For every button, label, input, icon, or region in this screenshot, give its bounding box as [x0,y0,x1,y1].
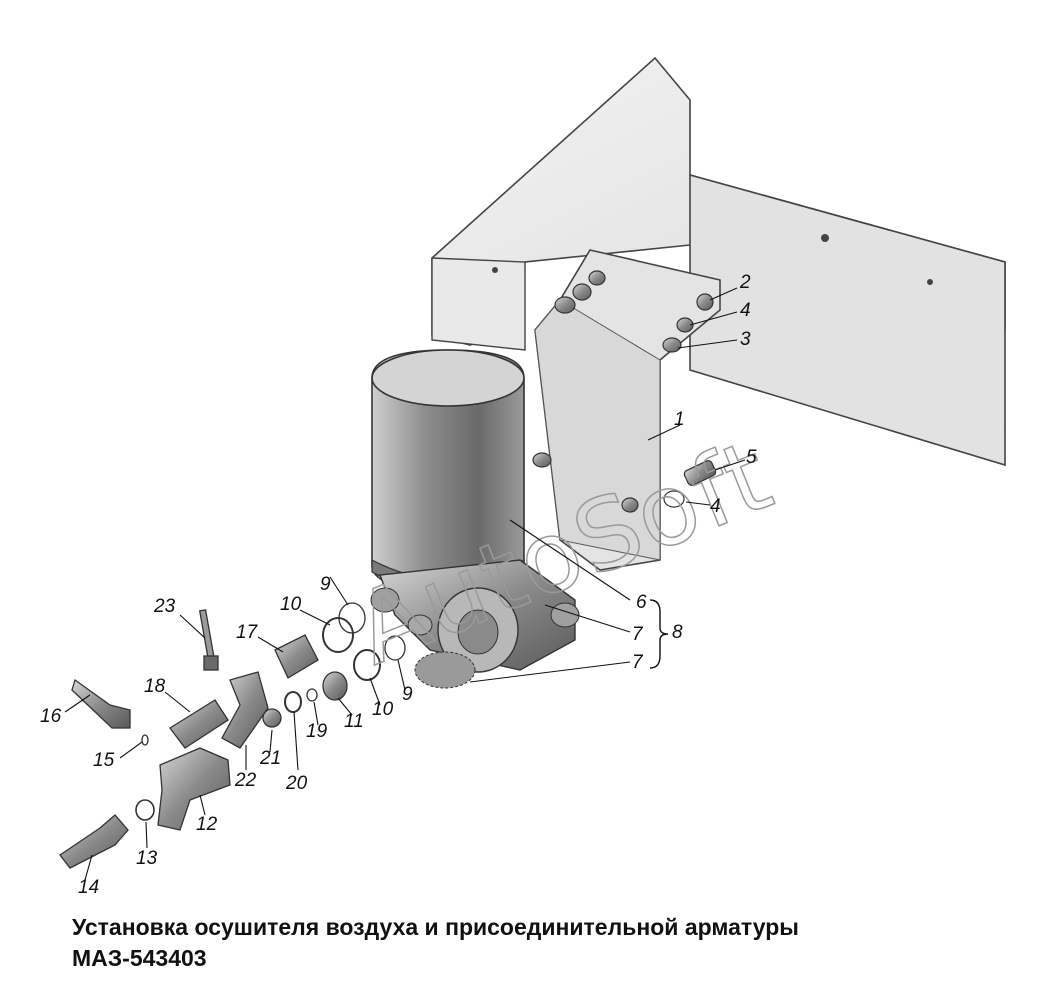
callout-22: 22 [234,770,257,791]
callout-19: 19 [306,721,328,742]
callout-10: 10 [280,594,302,615]
frame-rail [431,56,1006,467]
fittings [59,602,406,869]
callout-16: 16 [40,706,62,727]
caption-title: Установка осушителя воздуха и присоедини… [72,914,799,940]
callout-5: 5 [746,447,757,468]
callout-21: 21 [259,748,281,769]
callout-14: 14 [78,877,99,898]
callout-12: 12 [196,814,218,835]
air-dryer [370,349,580,689]
callout-20: 20 [285,773,308,794]
callout-4: 4 [740,300,751,321]
group-brace [649,599,669,669]
callout-6: 6 [636,592,647,613]
callout-10b: 10 [372,699,394,720]
callout-9b: 9 [402,684,413,705]
callout-13: 13 [136,848,158,869]
diagram-caption: Установка осушителя воздуха и присоедини… [72,912,1032,974]
callout-18: 18 [144,676,166,697]
callout-4b: 4 [710,496,721,517]
leader-lines [64,287,746,881]
callout-8: 8 [672,622,683,643]
callout-7: 7 [632,624,644,645]
callout-15: 15 [93,750,115,771]
fasteners [532,270,717,513]
callout-3: 3 [740,329,751,350]
callout-23: 23 [153,596,176,617]
callout-11: 11 [344,711,364,732]
callout-labels: 1 2 3 4 4 5 6 7 7 8 9 9 10 10 11 12 13 1… [40,272,757,898]
callout-9: 9 [320,574,331,595]
callout-1: 1 [674,409,685,430]
assembly-diagram: AutoSoft 1 2 3 4 4 [40,56,1006,898]
caption-model: МАЗ-543403 [72,945,207,971]
callout-2: 2 [739,272,751,293]
callout-17: 17 [236,622,259,643]
callout-7b: 7 [632,652,644,673]
